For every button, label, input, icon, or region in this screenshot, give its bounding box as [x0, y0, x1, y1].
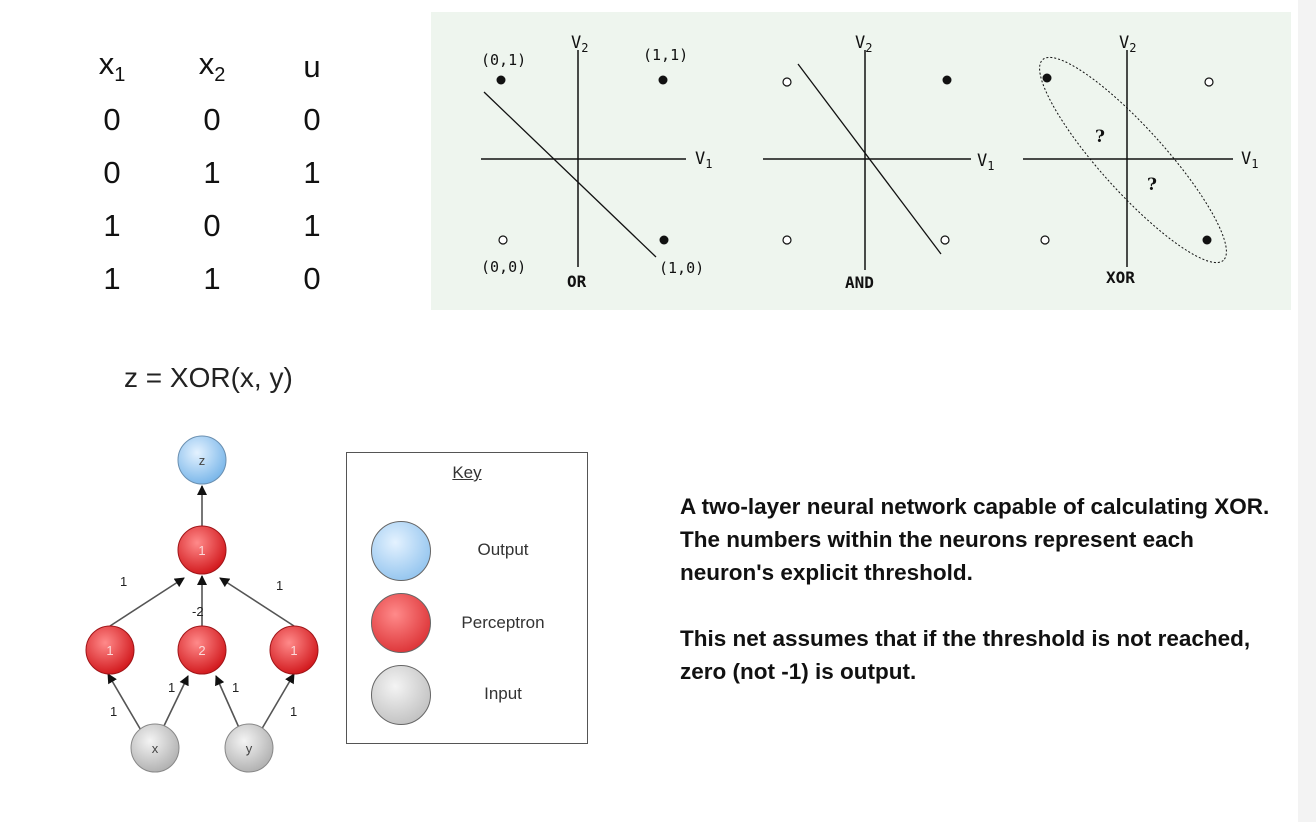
truth-table-header: x1 x2 u [62, 40, 362, 93]
perceptron-key-label: Perceptron [461, 613, 545, 632]
linear-separability-plots: V2 V1 (0,1) (1,1) (0,0) (1,0) OR V2 V1 A… [431, 12, 1291, 310]
table-cell: 1 [303, 207, 321, 243]
table-row: 0 1 1 [62, 146, 362, 199]
table-row: 1 1 0 [62, 252, 362, 305]
output-neuron: z [177, 435, 227, 485]
table-row: 1 0 1 [62, 199, 362, 252]
table-cell: 1 [203, 260, 221, 296]
or-label-01: (0,1) [481, 51, 526, 69]
or-label-00: (0,0) [481, 258, 526, 276]
edge-y-to-middle [215, 675, 241, 731]
output-key-label: Output [477, 540, 529, 559]
weight-label: 1 [232, 680, 239, 695]
or-point-01 [496, 75, 506, 85]
input-key-swatch [371, 665, 431, 725]
svg-text:x: x [152, 741, 159, 756]
or-point-00 [498, 235, 508, 245]
and-point-00 [782, 235, 792, 245]
xor-formula: z = XOR(x, y) [124, 362, 293, 393]
input-y-node: y [224, 723, 274, 773]
edge-x-to-left [107, 673, 143, 733]
or-label-11: (1,1) [643, 46, 688, 64]
xor-point-01 [1042, 73, 1052, 83]
svg-text:1: 1 [198, 543, 205, 558]
edge-x-to-middle [161, 675, 189, 731]
table-cell: 1 [203, 154, 221, 190]
edge-left-to-top [109, 577, 185, 627]
xor-question-mark: ? [1147, 175, 1157, 195]
edge-y-to-right [259, 673, 295, 733]
and-point-11 [942, 75, 952, 85]
and-point-01 [782, 77, 792, 87]
input-key-label: Input [484, 684, 522, 703]
and-v2-label: V2 [855, 33, 872, 55]
svg-text:1: 1 [290, 643, 297, 658]
or-point-11 [658, 75, 668, 85]
xor-v1-label: V1 [1241, 149, 1258, 171]
and-v1-label: V1 [977, 151, 994, 173]
xor-point-10 [1202, 235, 1212, 245]
table-cell: 0 [203, 101, 221, 137]
right-perceptron: 1 [269, 625, 319, 675]
and-point-10 [940, 235, 950, 245]
weight-label: 1 [110, 704, 117, 719]
weight-label: 1 [168, 680, 175, 695]
xor-network-diagram: 1 -2 1 1 1 1 1 z 1 1 2 1 x y [85, 435, 319, 773]
or-title: OR [567, 272, 587, 291]
svg-text:2: 2 [198, 643, 205, 658]
perceptron-key-swatch [371, 593, 431, 653]
description: A two-layer neural network capable of ca… [680, 490, 1280, 721]
header-x2: x2 [198, 45, 226, 87]
and-decision-line [797, 63, 942, 255]
weight-label: 1 [290, 704, 297, 719]
or-decision-line [483, 91, 657, 258]
xor-point-00 [1040, 235, 1050, 245]
middle-perceptron: 2 [177, 625, 227, 675]
or-v1-label: V1 [695, 149, 712, 171]
or-label-10: (1,0) [659, 259, 704, 277]
xor-plot: V2 V1 ? ? XOR [1023, 33, 1258, 287]
table-cell: 0 [303, 260, 321, 296]
header-x1: x1 [98, 45, 126, 87]
svg-text:1: 1 [106, 643, 113, 658]
left-perceptron: 1 [85, 625, 135, 675]
and-plot: V2 V1 AND [763, 33, 994, 292]
xor-point-11 [1204, 77, 1214, 87]
truth-table: x1 x2 u 0 0 0 0 1 1 1 0 1 1 1 0 [62, 40, 362, 305]
xor-title: XOR [1106, 268, 1135, 287]
svg-text:z: z [199, 453, 206, 468]
table-cell: 0 [203, 207, 221, 243]
header-u: u [303, 48, 321, 84]
legend-key: Key Output Perceptron Input [346, 452, 588, 744]
input-x-node: x [130, 723, 180, 773]
table-cell: 0 [103, 101, 121, 137]
table-cell: 0 [303, 101, 321, 137]
scrollbar[interactable] [1298, 0, 1316, 822]
weight-label: -2 [192, 604, 204, 619]
description-paragraph: This net assumes that if the threshold i… [680, 626, 1251, 684]
table-cell: 1 [103, 207, 121, 243]
table-cell: 0 [103, 154, 121, 190]
or-plot: V2 V1 (0,1) (1,1) (0,0) (1,0) OR [481, 33, 712, 291]
xor-grouping-ellipse [1039, 56, 1227, 264]
table-row: 0 0 0 [62, 93, 362, 146]
xor-v2-label: V2 [1119, 33, 1136, 55]
or-v2-label: V2 [571, 33, 588, 55]
and-title: AND [845, 273, 874, 292]
or-point-10 [659, 235, 669, 245]
weight-label: 1 [276, 578, 283, 593]
key-title: Key [452, 463, 482, 482]
top-perceptron: 1 [177, 525, 227, 575]
weight-label: 1 [120, 574, 127, 589]
table-cell: 1 [103, 260, 121, 296]
description-paragraph: A two-layer neural network capable of ca… [680, 494, 1270, 585]
edge-right-to-top [219, 577, 295, 627]
svg-text:y: y [246, 741, 253, 756]
table-cell: 1 [303, 154, 321, 190]
xor-question-mark: ? [1095, 127, 1105, 147]
output-key-swatch [371, 521, 431, 581]
